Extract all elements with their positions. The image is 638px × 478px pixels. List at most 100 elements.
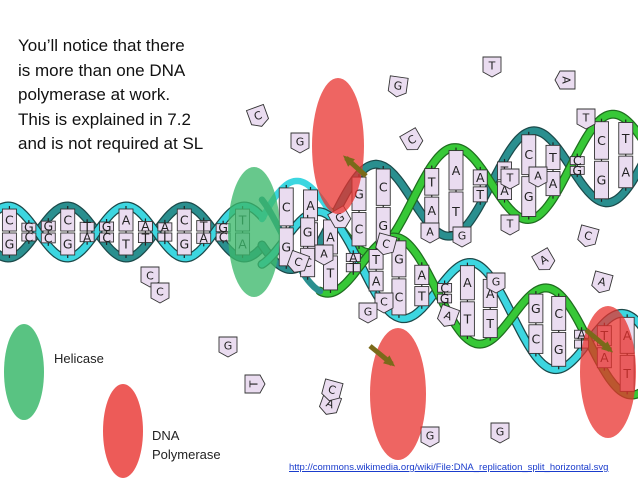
parent-base bbox=[79, 221, 95, 232]
free-nucleotide-letter: T bbox=[506, 218, 514, 231]
parent-base-letter: T bbox=[82, 219, 91, 234]
intro-line: polymerase at work. bbox=[18, 85, 171, 104]
parent-base-letter: A bbox=[83, 230, 92, 245]
free-nucleotide-shape bbox=[500, 214, 520, 236]
parent-base-letter: A bbox=[161, 219, 170, 234]
parent-base bbox=[157, 222, 173, 232]
upper-base-letter: T bbox=[451, 204, 460, 219]
parent-base-letter: C bbox=[5, 213, 14, 228]
upper-base bbox=[618, 122, 634, 155]
lower-base bbox=[459, 301, 475, 337]
parent-base-letter: G bbox=[24, 220, 34, 235]
free-nucleotide: C bbox=[577, 224, 600, 248]
parent-base bbox=[176, 208, 192, 232]
free-nucleotide-letter: C bbox=[583, 229, 594, 244]
parent-base bbox=[1, 208, 17, 232]
free-nucleotide: G bbox=[290, 132, 310, 154]
upper-base-letter: G bbox=[354, 186, 364, 201]
parent-base bbox=[99, 232, 115, 243]
lower-base bbox=[437, 283, 453, 293]
parent-base-letter: G bbox=[5, 236, 15, 251]
parent-base bbox=[60, 208, 76, 232]
lower-base-letter: T bbox=[417, 289, 426, 304]
free-nucleotide: T bbox=[500, 168, 520, 190]
free-nucleotide-letter: G bbox=[364, 306, 373, 319]
upper-base-letter: T bbox=[427, 174, 436, 189]
lower-base bbox=[551, 331, 567, 367]
parent-base-letter: G bbox=[43, 219, 53, 234]
lower-base bbox=[414, 264, 430, 285]
free-nucleotide-letter: T bbox=[488, 60, 496, 73]
lower-base-letter: T bbox=[326, 265, 335, 280]
free-nucleotide-shape bbox=[528, 166, 548, 188]
lower-base-letter: G bbox=[440, 291, 450, 306]
lower-base-letter: C bbox=[395, 289, 404, 304]
free-nucleotide-shape bbox=[554, 70, 576, 90]
free-nucleotide-letter: T bbox=[506, 172, 514, 185]
free-nucleotide: G bbox=[358, 302, 378, 324]
upper-base-letter: G bbox=[378, 218, 388, 233]
lower-base-letter: A bbox=[372, 274, 381, 289]
lower-base-letter: C bbox=[532, 332, 541, 347]
free-nucleotide: C bbox=[399, 127, 424, 151]
lower-base-letter: T bbox=[371, 252, 380, 267]
lower-base bbox=[437, 293, 453, 304]
parent-base-letter: A bbox=[199, 231, 208, 246]
upper-base-letter: A bbox=[549, 176, 558, 191]
polymerase-legend-swatch bbox=[103, 384, 143, 478]
upper-base bbox=[472, 169, 488, 186]
free-nucleotide-shape bbox=[420, 222, 440, 244]
upper-base bbox=[472, 186, 488, 203]
free-nucleotide: A bbox=[554, 70, 576, 90]
free-nucleotide-shape bbox=[244, 374, 266, 394]
free-nucleotide: G bbox=[490, 422, 510, 444]
free-nucleotide: C bbox=[374, 292, 394, 314]
free-nucleotide-letter: A bbox=[560, 76, 573, 84]
helicase-label: Helicase bbox=[54, 351, 104, 366]
helicase-legend-swatch bbox=[4, 324, 44, 420]
parent-base-letter: C bbox=[44, 230, 53, 245]
parent-base bbox=[118, 232, 134, 256]
free-nucleotide-letter: C bbox=[292, 255, 304, 270]
free-nucleotide-letter: C bbox=[381, 237, 392, 252]
free-nucleotide-letter: G bbox=[224, 340, 233, 353]
source-link[interactable]: http://commons.wikimedia.org/wiki/File:D… bbox=[289, 462, 609, 473]
parent-base bbox=[21, 232, 37, 242]
free-nucleotide-shape bbox=[490, 422, 510, 444]
free-nucleotide-letter: A bbox=[324, 397, 336, 412]
upper-base-letter: C bbox=[597, 133, 606, 148]
free-nucleotide-shape bbox=[321, 378, 344, 402]
lower-base bbox=[300, 217, 316, 247]
upper-base-letter: C bbox=[573, 153, 582, 168]
free-nucleotide: A bbox=[314, 244, 334, 266]
upper-base bbox=[351, 212, 367, 247]
free-nucleotide-letter: A bbox=[597, 275, 608, 290]
free-nucleotide-shape bbox=[531, 247, 556, 271]
free-nucleotide-shape bbox=[452, 226, 472, 248]
free-nucleotide-letter: G bbox=[492, 276, 501, 289]
free-nucleotide: G bbox=[218, 336, 238, 358]
parent-base-letter: A bbox=[141, 219, 150, 234]
free-nucleotide: G bbox=[486, 272, 506, 294]
lower-base-letter: T bbox=[577, 337, 586, 352]
lower-base bbox=[368, 270, 384, 292]
free-nucleotide-letter: A bbox=[426, 226, 434, 239]
free-nucleotide: A bbox=[528, 166, 548, 188]
lower-base bbox=[414, 286, 430, 307]
free-nucleotide-shape bbox=[286, 249, 311, 273]
free-nucleotide-shape bbox=[358, 302, 378, 324]
free-nucleotide-letter: T bbox=[582, 112, 590, 125]
free-nucleotide-letter: C bbox=[146, 270, 154, 283]
lower-base-letter: G bbox=[303, 225, 313, 240]
enzyme-layer bbox=[4, 78, 636, 478]
parent-base-letter: C bbox=[63, 213, 72, 228]
free-nucleotide-shape bbox=[375, 232, 398, 256]
helicase-enzyme bbox=[228, 167, 280, 297]
lower-base-letter: T bbox=[348, 260, 357, 275]
parent-base bbox=[79, 232, 95, 243]
upper-base bbox=[569, 156, 585, 166]
parent-base-letter: G bbox=[218, 220, 228, 235]
polymerase-enzyme-lower-right bbox=[580, 306, 636, 438]
